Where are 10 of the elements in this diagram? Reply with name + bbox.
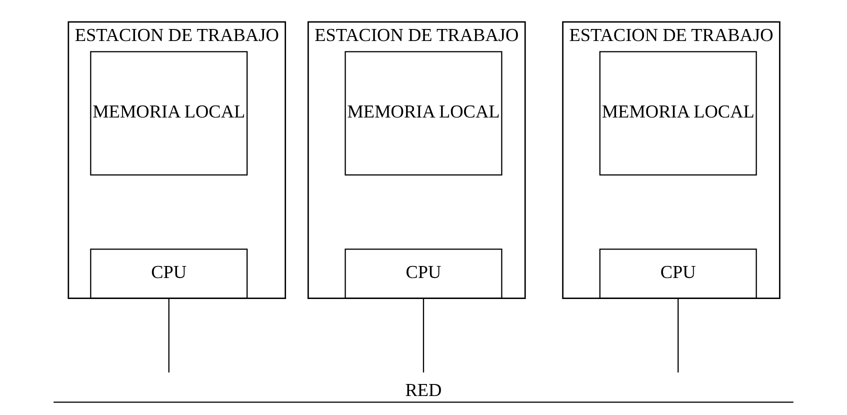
- connector: [422, 298, 424, 372]
- node-box: CPU: [90, 248, 248, 299]
- node-box: MEMORIA LOCAL: [344, 51, 502, 176]
- node-box: CPU: [344, 248, 502, 299]
- node-text: RED: [405, 380, 442, 400]
- connector: [168, 298, 170, 372]
- node-box: CPU: [599, 248, 757, 299]
- node-box: MEMORIA LOCAL: [599, 51, 757, 176]
- connector: [678, 298, 679, 372]
- node-box: MEMORIA LOCAL: [90, 51, 248, 176]
